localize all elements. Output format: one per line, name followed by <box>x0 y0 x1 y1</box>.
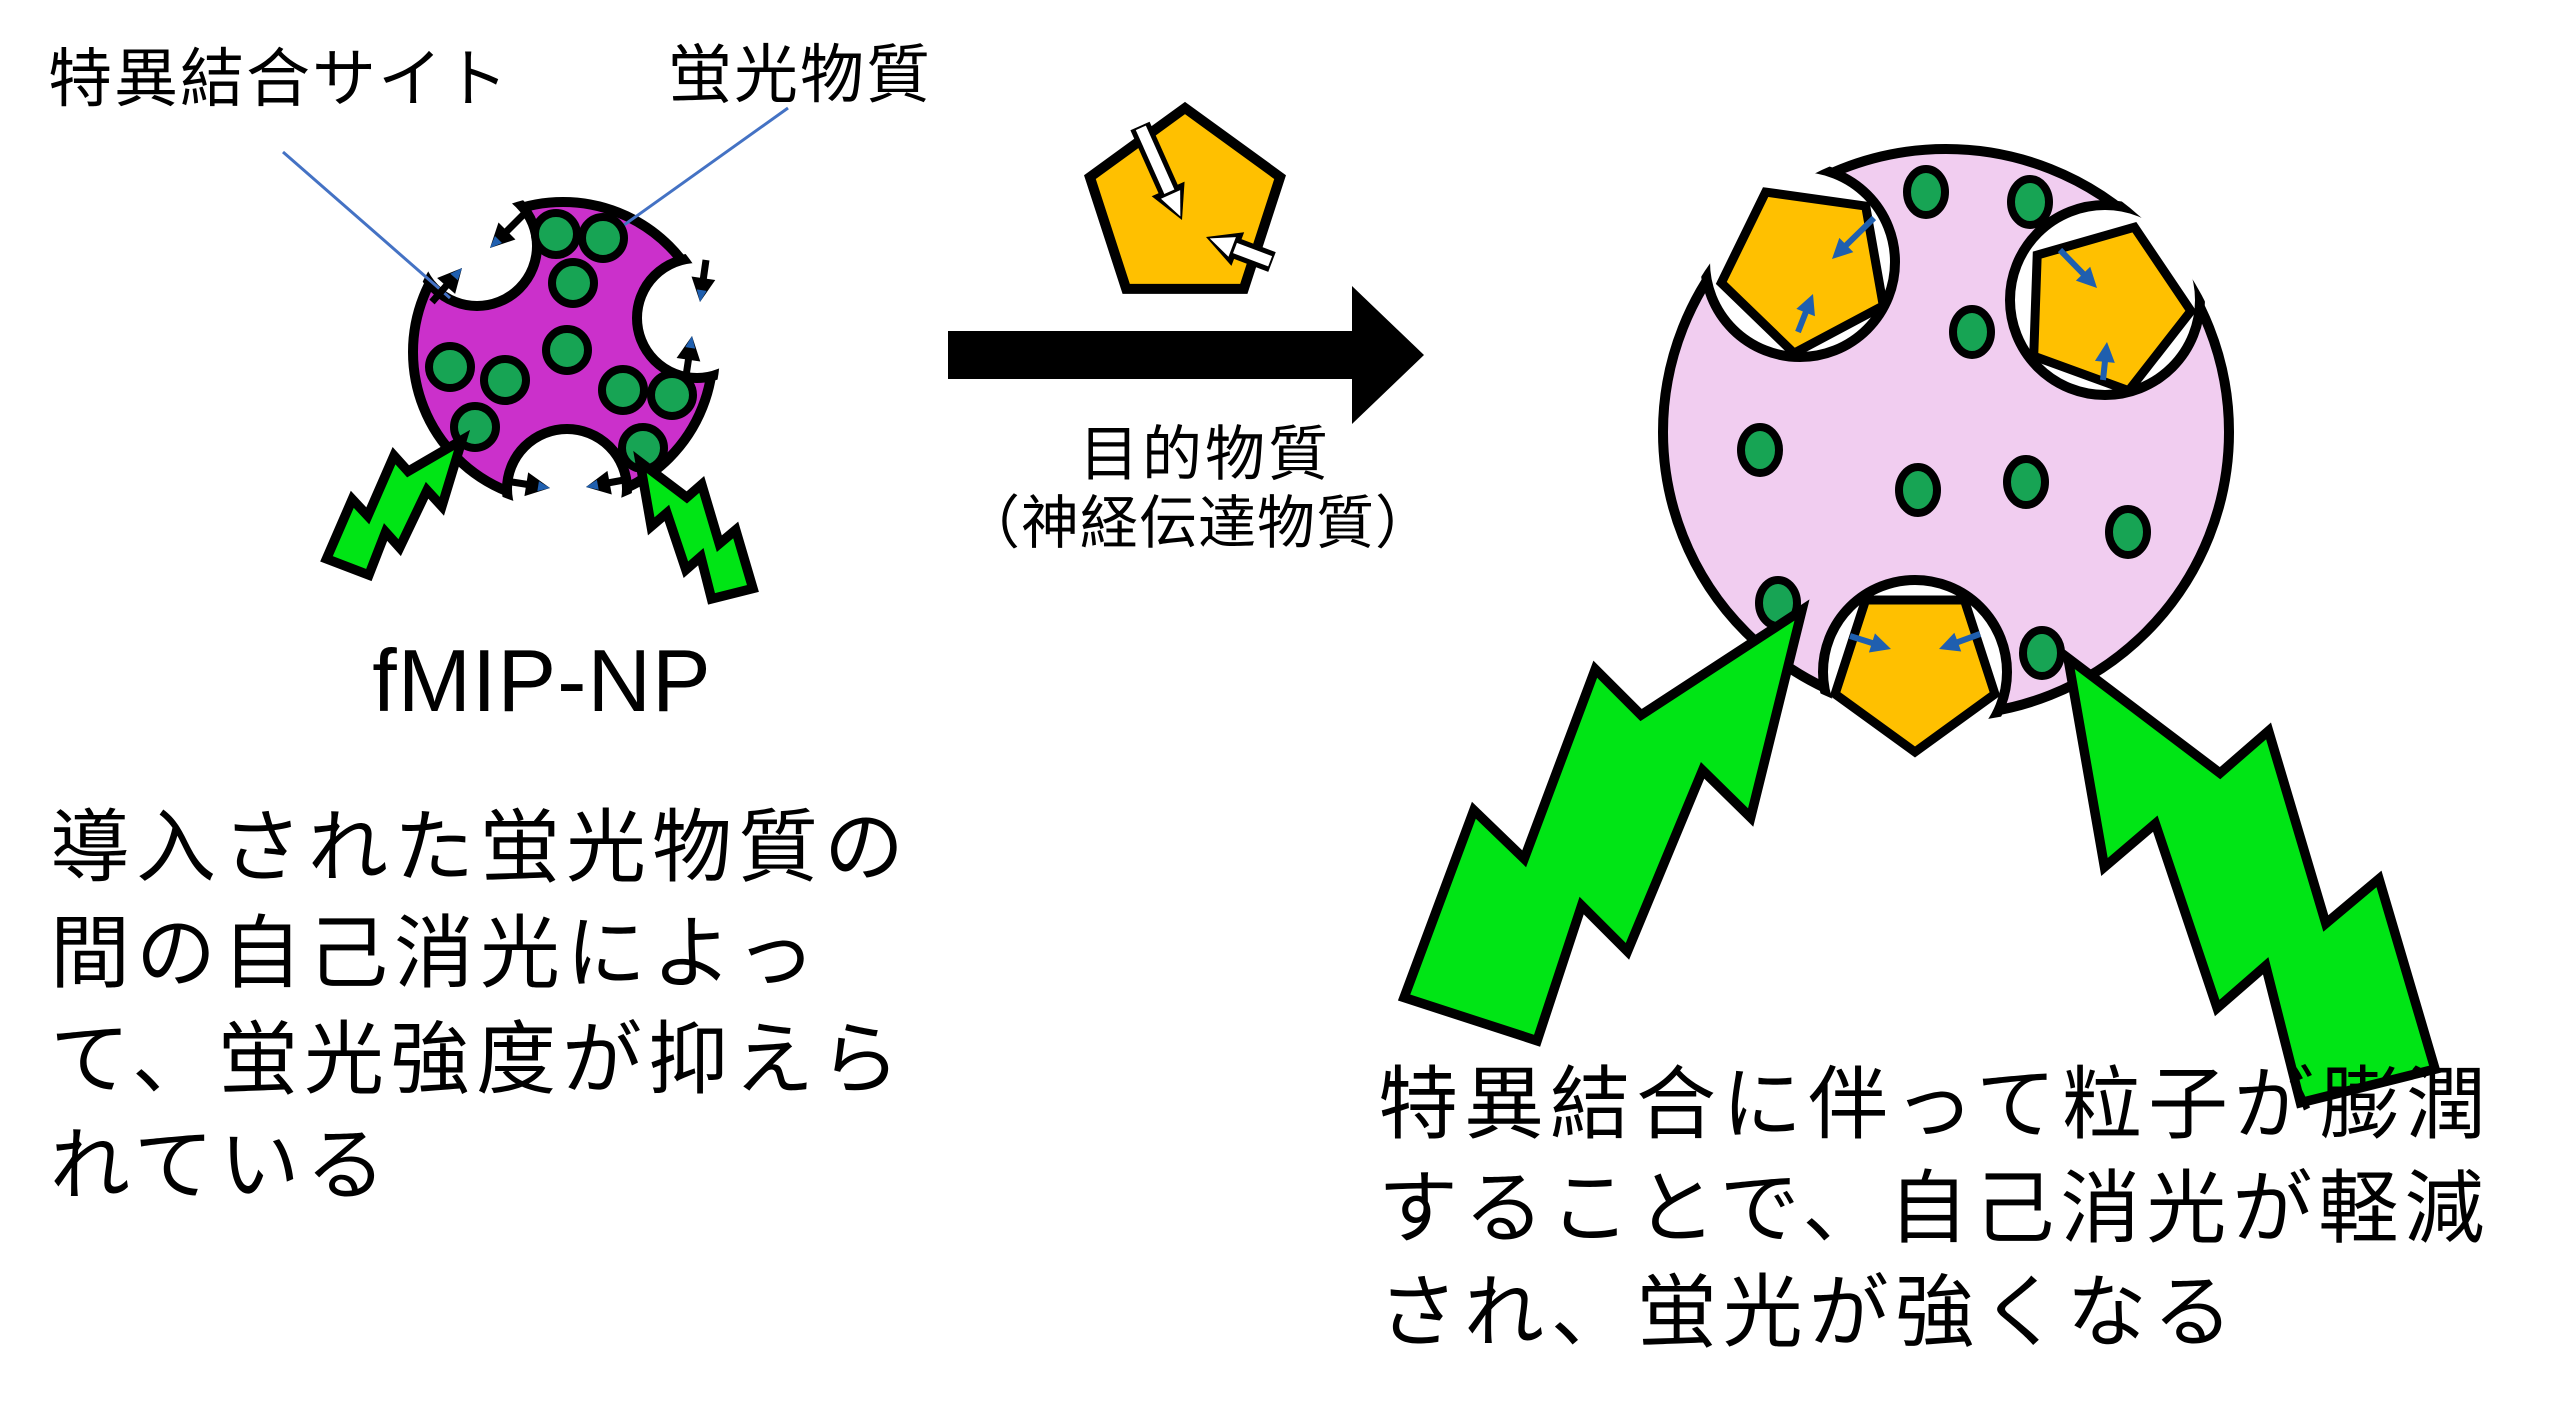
fmip-np-swollen-figure <box>1397 144 2442 1109</box>
fluorophore-dot <box>2019 626 2065 680</box>
note-line: 導入された蛍光物質の <box>50 803 910 892</box>
bound-target-pentagon <box>1715 187 1889 359</box>
binding-arrowhead <box>1832 237 1854 259</box>
neurotransmitter-sublabel: （神経伝達物質） <box>961 491 1434 556</box>
bound-target-pentagon <box>2029 221 2197 397</box>
binding-arrowhead <box>1939 632 1962 652</box>
binding-arrow <box>2057 247 2090 281</box>
site-interaction-arrowtip <box>685 336 696 349</box>
fluorophore-dot <box>425 342 475 392</box>
site-interaction-arrowtip <box>586 479 599 490</box>
site-interaction-arrowtip <box>490 235 503 248</box>
fluorophore-dot <box>2003 455 2049 509</box>
binding-pocket <box>502 424 632 509</box>
fluorophore-dot <box>548 258 598 308</box>
functional-group-arrowhead <box>1160 190 1181 217</box>
note-line: され、蛍光が強くなる <box>1378 1268 2239 1357</box>
fluorophore-dot <box>542 325 592 375</box>
binding-arrows <box>1795 215 2115 653</box>
fluorophore-dot <box>2105 505 2151 559</box>
binding-arrowhead <box>2094 342 2115 363</box>
note-line: れている <box>50 1121 392 1210</box>
callout-line-binding-site <box>282 150 451 300</box>
fluorophore-dot <box>598 365 648 415</box>
note-line: することで、自己消光が軽減 <box>1378 1164 2491 1253</box>
site-interaction-arrowtip <box>696 289 707 302</box>
functional-group-arrow <box>1135 125 1175 194</box>
reaction-group <box>948 101 1424 424</box>
functional-group-arrow <box>1233 242 1273 267</box>
fluorophore-dot <box>1895 463 1941 517</box>
reaction-arrow <box>948 286 1424 424</box>
callout-line-fluorophore <box>609 106 789 237</box>
binding-arrowhead <box>1796 294 1815 317</box>
site-interaction-arrowtip <box>450 268 462 281</box>
fluorophore-dot <box>1737 423 1783 477</box>
fluorophore-dot <box>1949 305 1995 359</box>
binding-arrowhead <box>2075 266 2097 288</box>
binding-arrow <box>1839 215 1877 252</box>
fluorophore-dot <box>480 355 530 405</box>
binding-arrowhead <box>1868 633 1891 653</box>
target-substance-label: 目的物質 <box>1079 421 1331 488</box>
fluorophore-dots <box>1737 165 2151 680</box>
binding-pocket <box>2005 200 2205 400</box>
site-interaction-arrowhead <box>676 336 701 362</box>
fluorescence-bolt-icon <box>633 450 759 605</box>
fmip-np-quenched-figure <box>282 106 789 605</box>
site-interaction-arrow <box>429 280 452 305</box>
quenching-note: 導入された蛍光物質の 間の自己消光によっ て、蛍光強度が抑えら れている <box>50 795 910 1219</box>
swelling-note: 特異結合に伴って粒子が膨潤 することで、自己消光が軽減 され、蛍光が強くなる <box>1378 1053 2492 1365</box>
binding-pocket <box>1818 575 2012 722</box>
fluorescence-bolt-icon <box>2061 646 2442 1109</box>
note-line: て、蛍光強度が抑えら <box>50 1015 906 1104</box>
site-interaction-arrowtip <box>537 481 550 492</box>
fmip-np-label: fMIP-NP <box>372 631 712 730</box>
bound-target-pentagon <box>1829 595 2001 758</box>
fluorophore-dot <box>1903 165 1949 219</box>
binding-site-label: 特異結合サイト <box>48 43 510 115</box>
fluorophore-dot <box>578 213 628 263</box>
fluorescence-bolt-icon <box>1397 599 1810 1047</box>
note-line: 間の自己消光によっ <box>50 909 822 998</box>
fluorophore-label: 蛍光物質 <box>668 39 932 111</box>
site-interaction-arrowhead <box>524 472 550 497</box>
fluorophore-dot <box>531 209 581 259</box>
site-interaction-arrowhead <box>586 470 612 495</box>
site-interaction-arrowhead <box>691 276 716 302</box>
site-interaction-arrow <box>501 207 531 237</box>
fluorophore-dot <box>647 370 697 420</box>
fluorescence-bolt-icon <box>320 429 471 582</box>
functional-group-arrowhead <box>1209 237 1236 257</box>
fluorophore-dot <box>2007 175 2053 229</box>
binding-interaction-arrows <box>429 207 716 497</box>
note-line: 特異結合に伴って粒子が膨潤 <box>1378 1060 2492 1149</box>
